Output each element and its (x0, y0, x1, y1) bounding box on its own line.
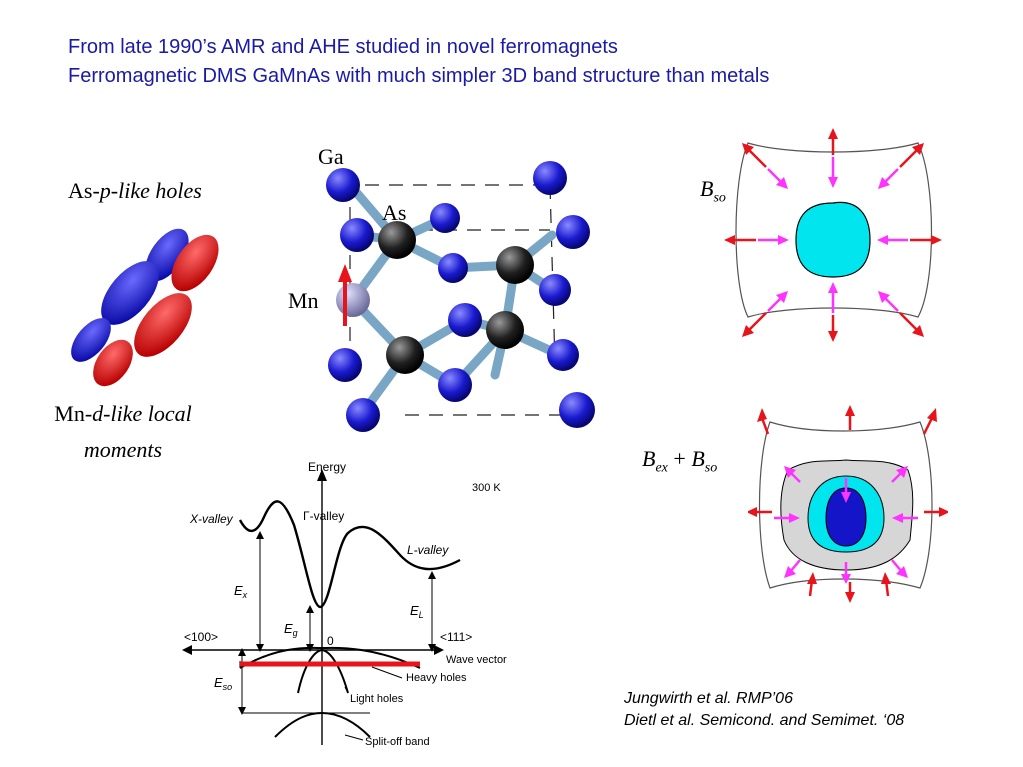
crystal-structure-figure (326, 161, 595, 432)
eg-label: Eg (284, 621, 298, 638)
lobe-blue-middle (101, 261, 159, 325)
reference-1: Jungwirth et al. RMP’06 (624, 690, 793, 707)
lobe-blue-bottom (71, 318, 111, 362)
band-structure-diagram: Energy 300 K X-valley Γ-valley L-valley … (182, 460, 507, 748)
split-off-band-label: Split-off band (365, 736, 430, 748)
reference-2: Dietl et al. Semicond. and Semimet. ‘08 (624, 712, 905, 729)
wave-vector-label: Wave vector (446, 654, 507, 666)
lobe-red-bottom (93, 339, 133, 387)
x-valley-label: X-valley (189, 512, 234, 526)
lobe-red-middle (134, 293, 192, 357)
energy-axis-label: Energy (308, 460, 346, 474)
orbital-lobes-figure (71, 228, 219, 387)
bex-magenta-arrows (774, 466, 918, 584)
title-line-2: Ferromagnetic DMS GaMnAs with much simpl… (68, 65, 770, 87)
as-atoms (378, 221, 534, 374)
direction-100-label: <100> (184, 630, 218, 644)
light-holes-label: Light holes (350, 693, 404, 705)
gamma-valley-label: Γ-valley (303, 509, 344, 523)
heavy-hole-band (239, 646, 421, 669)
ga-atoms (326, 161, 595, 432)
mn-atom (336, 283, 370, 317)
light-hole-band (297, 648, 349, 694)
ex-label: Ex (234, 583, 248, 600)
unit-cell-edges (349, 184, 575, 416)
eso-label: Eso (214, 675, 232, 692)
direction-111-label: <111> (440, 630, 472, 644)
bso-label: Bso (700, 176, 726, 206)
conduction-band-curve (238, 500, 461, 609)
temperature-label: 300 K (472, 482, 501, 494)
heavy-holes-label: Heavy holes (406, 672, 467, 684)
band-label-leaders (344, 666, 403, 741)
bso-inner-surface (795, 201, 871, 278)
bex-bso-label: Bex + Bso (642, 446, 718, 476)
energy-gap-markers (238, 531, 436, 715)
ga-label: Ga (318, 144, 344, 169)
as-label: As (382, 200, 407, 225)
bex-red-arrows (748, 405, 948, 603)
bex-blue-surface (825, 487, 867, 547)
moments-label: Mn-d-like local moments (54, 401, 192, 462)
fermi-surface-bso (724, 128, 942, 342)
fermi-surface-bex-bso (748, 405, 948, 603)
mn-label: Mn (288, 288, 319, 313)
lobe-red-top (171, 234, 219, 292)
el-label: EL (410, 603, 424, 620)
bso-magenta-arrows (758, 157, 908, 313)
origin-label: 0 (327, 634, 334, 648)
mn-moment-arrow (338, 264, 352, 326)
bso-red-arrows (724, 128, 942, 342)
title-line-1: From late 1990’s AMR and AHE studied in … (68, 36, 618, 58)
holes-label: As-p-like holes (68, 178, 202, 203)
l-valley-label: L-valley (407, 543, 449, 557)
